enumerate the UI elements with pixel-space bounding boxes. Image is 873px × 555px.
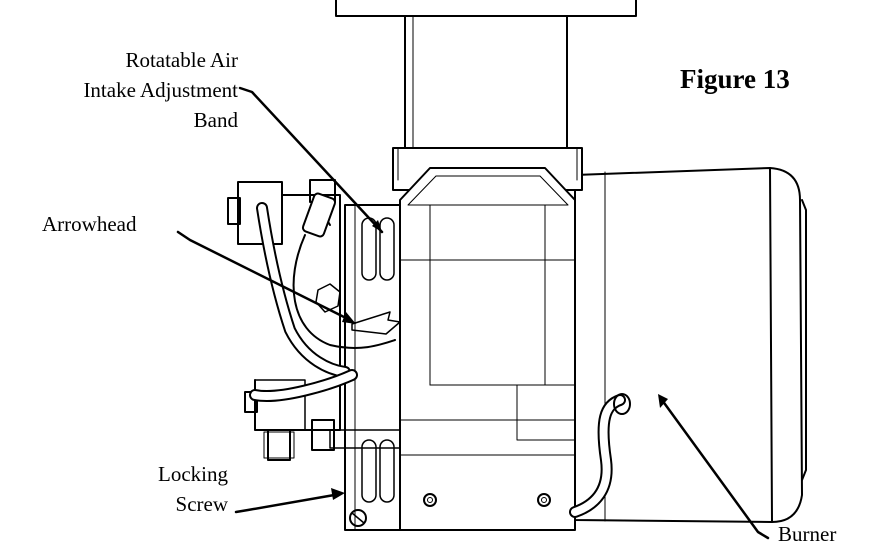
locking-screw <box>349 509 367 527</box>
figure-title: Figure 13 <box>680 64 790 94</box>
label-locking-screw-line2: Screw <box>175 492 228 516</box>
label-air-band-line2: Intake Adjustment <box>83 78 238 102</box>
label-locking-screw-line1: Locking <box>158 462 228 486</box>
blower-body <box>392 147 583 531</box>
label-air-band-line3: Band <box>193 108 238 132</box>
label-burner: Burner <box>778 522 837 546</box>
locking-screw-arrowhead-icon <box>331 488 345 500</box>
burner-housing <box>574 167 807 523</box>
air-intake-band <box>344 204 401 531</box>
burner-leader <box>660 398 770 540</box>
arrowhead-pointer-icon <box>342 312 356 324</box>
air-band-arrowhead-icon <box>372 220 382 232</box>
locking-screw-leader <box>234 492 342 514</box>
burner-arrowhead-icon <box>658 394 668 408</box>
label-arrowhead: Arrowhead <box>42 212 137 236</box>
air-band-leader <box>238 86 384 234</box>
top-flange <box>335 0 637 149</box>
leader-lines <box>176 86 770 540</box>
cables <box>249 192 631 518</box>
label-air-band-line1: Rotatable Air <box>125 48 238 72</box>
arrowhead-leader <box>176 230 352 322</box>
